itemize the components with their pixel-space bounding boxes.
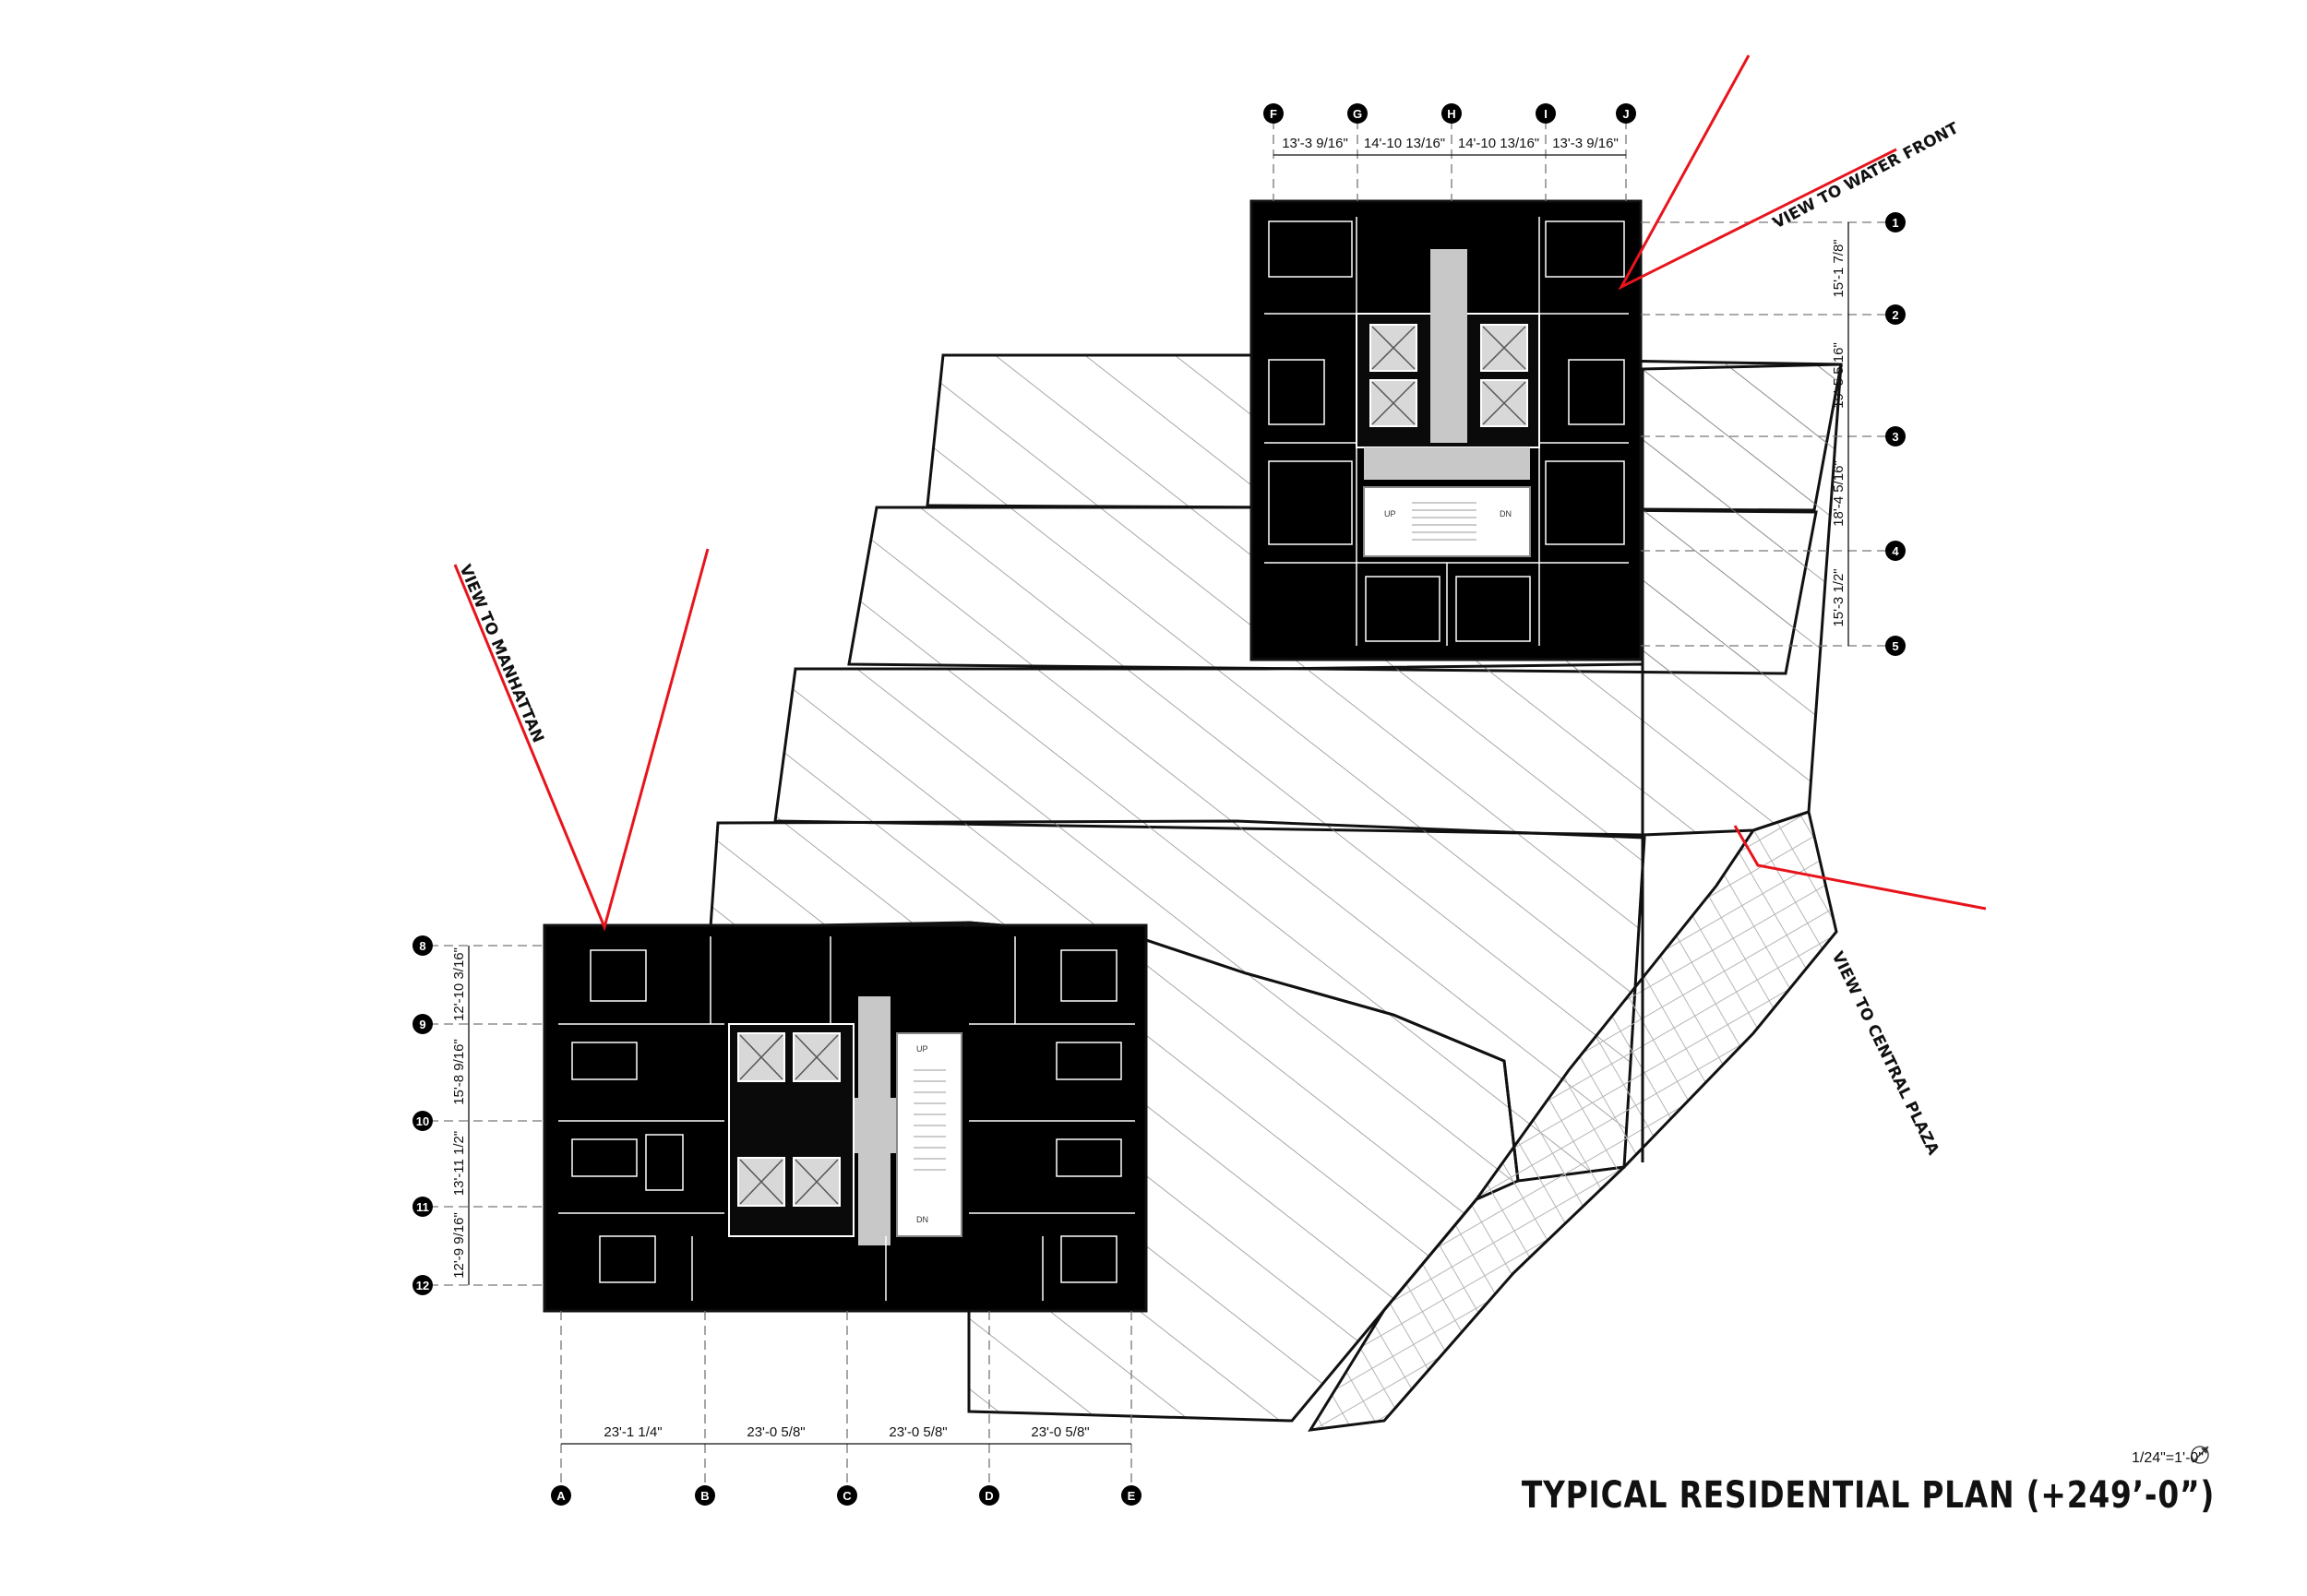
dim-i-j: 13'-3 9/16" <box>1552 136 1619 151</box>
dim-2-3: 19'-5 5/16" <box>1831 342 1847 409</box>
grid-bubble-f: F <box>1263 103 1284 124</box>
grid-bubble-a: A <box>551 1485 571 1506</box>
drawing-scale: 1/24"=1'-0" <box>2131 1450 2204 1466</box>
grid-bubble-4: 4 <box>1885 541 1906 561</box>
lower-stair-up: UP <box>916 1044 928 1054</box>
svg-text:5: 5 <box>1892 639 1898 653</box>
grid-bubble-11: 11 <box>412 1197 433 1217</box>
label-view-manhattan: VIEW TO MANHATTAN <box>455 562 547 745</box>
lower-stair <box>896 1032 962 1237</box>
label-view-central-plaza: VIEW TO CENTRAL PLAZA <box>1828 948 1943 1159</box>
grid-bubble-3: 3 <box>1885 426 1906 447</box>
drawing-title: TYPICAL RESIDENTIAL PLAN (+249’-0”) <box>1521 1474 2215 1517</box>
svg-text:D: D <box>985 1489 993 1503</box>
svg-text:I: I <box>1544 107 1548 121</box>
dim-d-e: 23'-0 5/8" <box>1031 1424 1089 1440</box>
upper-corridor-h <box>1364 447 1530 480</box>
upper-tower-plan: UP DN <box>1249 199 1643 661</box>
grid-bubble-12: 12 <box>412 1275 433 1295</box>
dim-h-i: 14'-10 13/16" <box>1458 136 1539 151</box>
grid-bubble-9: 9 <box>412 1014 433 1034</box>
svg-text:C: C <box>843 1489 852 1503</box>
upper-column-bubbles: F G H I J <box>1263 103 1636 124</box>
view-line-central-plaza <box>1733 825 1987 911</box>
label-view-water-front: VIEW TO WATER FRONT <box>1770 119 1962 232</box>
lower-dim-strings <box>468 946 1131 1445</box>
lower-row-dims: 12'-10 3/16" 15'-8 9/16" 13'-11 1/2" 12'… <box>451 947 467 1279</box>
svg-text:E: E <box>1128 1489 1136 1503</box>
grid-bubble-5: 5 <box>1885 636 1906 656</box>
terrace-3 <box>773 662 1644 837</box>
svg-text:A: A <box>556 1489 566 1503</box>
dim-f-g: 13'-3 9/16" <box>1282 136 1348 151</box>
svg-text:2: 2 <box>1892 308 1898 322</box>
upper-stair-dn: DN <box>1500 509 1512 518</box>
svg-text:10: 10 <box>416 1114 429 1128</box>
svg-text:11: 11 <box>416 1200 429 1214</box>
svg-text:12: 12 <box>416 1279 429 1292</box>
lower-column-dims: 23'-1 1/4" 23'-0 5/8" 23'-0 5/8" 23'-0 5… <box>604 1424 1089 1440</box>
svg-text:3: 3 <box>1892 430 1898 444</box>
grid-bubble-j: J <box>1616 103 1636 124</box>
grid-bubble-g: G <box>1347 103 1368 124</box>
dim-b-c: 23'-0 5/8" <box>747 1424 805 1440</box>
dim-4-5: 15'-3 1/2" <box>1831 568 1847 626</box>
svg-text:H: H <box>1447 107 1455 121</box>
grid-bubble-2: 2 <box>1885 304 1906 325</box>
grid-bubble-8: 8 <box>412 935 433 956</box>
svg-text:B: B <box>700 1489 709 1503</box>
svg-text:J: J <box>1622 107 1629 121</box>
lower-stair-dn: DN <box>916 1215 928 1224</box>
dim-1-2: 15'-1 7/8" <box>1831 239 1847 297</box>
dim-10-11: 13'-11 1/2" <box>451 1131 467 1196</box>
plaza-grid <box>1308 810 1838 1432</box>
north-arrow-icon <box>2191 1446 2209 1464</box>
dim-g-h: 14'-10 13/16" <box>1364 136 1445 151</box>
upper-corridor <box>1430 249 1467 443</box>
svg-text:1: 1 <box>1892 216 1898 230</box>
svg-text:G: G <box>1353 107 1362 121</box>
svg-text:F: F <box>1270 107 1277 121</box>
grid-bubble-h: H <box>1441 103 1462 124</box>
grid-bubble-i: I <box>1536 103 1556 124</box>
grid-bubble-d: D <box>979 1485 999 1506</box>
lower-tower-plan: UP DN <box>543 923 1148 1313</box>
lower-grid-lines <box>429 945 1132 1485</box>
upper-row-dims: 15'-1 7/8" 19'-5 5/16" 18'-4 5/16" 15'-3… <box>1831 239 1847 626</box>
tower-connector <box>1641 363 1843 837</box>
dim-8-9: 12'-10 3/16" <box>451 947 467 1021</box>
view-line-manhattan <box>453 548 710 932</box>
lower-corridor-v <box>858 996 891 1245</box>
grid-bubble-10: 10 <box>412 1111 433 1131</box>
dim-c-d: 23'-0 5/8" <box>889 1424 947 1440</box>
grid-bubble-e: E <box>1121 1485 1142 1506</box>
lower-row-bubbles: 8 9 10 11 12 <box>412 935 433 1295</box>
grid-bubble-b: B <box>695 1485 715 1506</box>
upper-stair <box>1363 486 1531 557</box>
upper-row-bubbles: 1 2 3 4 5 <box>1885 212 1906 656</box>
view-lines <box>453 54 1987 932</box>
upper-stair-up: UP <box>1384 509 1396 518</box>
dim-3-4: 18'-4 5/16" <box>1831 460 1847 527</box>
dim-a-b: 23'-1 1/4" <box>604 1424 662 1440</box>
lower-column-bubbles: A B C D E <box>551 1485 1142 1506</box>
svg-text:8: 8 <box>419 939 425 953</box>
grid-bubble-1: 1 <box>1885 212 1906 232</box>
upper-column-dims: 13'-3 9/16" 14'-10 13/16" 14'-10 13/16" … <box>1282 136 1619 151</box>
view-line-water-front <box>1618 54 1897 291</box>
dim-9-10: 15'-8 9/16" <box>451 1039 467 1105</box>
dim-11-12: 12'-9 9/16" <box>451 1212 467 1279</box>
svg-text:4: 4 <box>1892 544 1899 558</box>
svg-text:9: 9 <box>419 1018 425 1031</box>
grid-bubble-c: C <box>837 1485 857 1506</box>
upper-dim-strings <box>1273 154 1849 646</box>
